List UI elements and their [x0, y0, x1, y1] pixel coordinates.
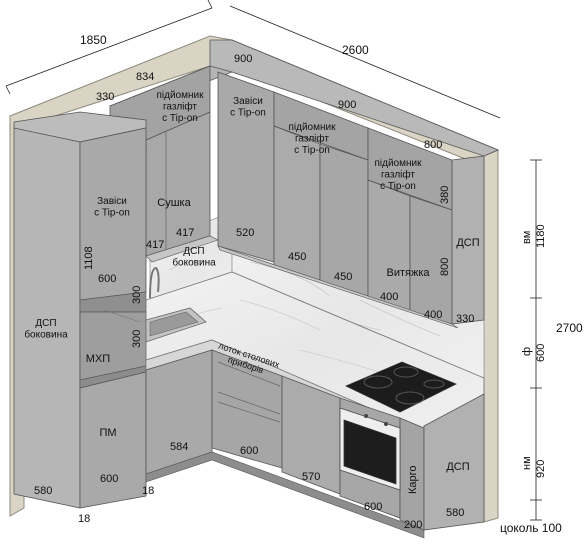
hob [345, 361, 457, 413]
corner-width: 570 [302, 471, 320, 483]
side-panel-a: 300 [131, 286, 143, 304]
panel-thickness-left: 18 [78, 513, 90, 525]
upper-corner-width: 900 [234, 53, 252, 65]
upper-left-width: 834 [136, 71, 154, 83]
dim-gap-height: 600 [535, 344, 547, 362]
dimension-lines [5, 0, 542, 521]
side-panel-b: 300 [131, 330, 143, 348]
lower-side-panel: ДСП [446, 461, 469, 473]
upper-mid-door-b: 450 [334, 271, 352, 283]
oven-width: 600 [364, 501, 382, 513]
cargo-label: Карго [407, 465, 419, 494]
upper-left-door-b: 417 [176, 227, 194, 239]
tall-depth-top: 330 [96, 91, 114, 103]
drawers-width: 600 [240, 445, 258, 457]
upper-right-door-b: 400 [424, 309, 442, 321]
dim-lower-note: нм [521, 456, 533, 470]
sink [145, 266, 207, 343]
tall-oven-niche: МХП [86, 353, 111, 365]
panel-thickness-right: 18 [142, 485, 154, 497]
oven [339, 407, 401, 491]
dim-upper-height: 1180 [535, 224, 547, 248]
upper-mid-door-a: 450 [288, 251, 306, 263]
upper-right-side-h: 380 [439, 186, 451, 204]
tall-width: 580 [34, 485, 52, 497]
sink-width: 584 [170, 441, 188, 453]
dim-upper-note: вм [521, 231, 533, 244]
tall-fridge: ПМ [99, 427, 116, 439]
upper-mid-width: 900 [338, 99, 356, 111]
upper-right-side-depth: 330 [456, 313, 474, 325]
upper-left-door-a: 417 [146, 239, 164, 251]
tall-shelf: 600 [98, 273, 116, 285]
dim-plinth: цоколь 100 [500, 521, 562, 535]
tall-fridge-width: 600 [100, 473, 118, 485]
tall-door-height: 1108 [83, 246, 95, 270]
dim-lower-height: 920 [535, 460, 547, 478]
tall-unit [13, 111, 147, 509]
lower-side-depth: 580 [446, 507, 464, 519]
upper-right-side-panel: ДСП [456, 237, 479, 249]
dim-total-height: 2700 [556, 321, 583, 335]
upper-right-width: 800 [424, 139, 442, 151]
hood-label: Витяжка [386, 267, 430, 279]
cargo-width: 200 [404, 519, 422, 531]
hood-height: 800 [439, 258, 451, 276]
upper-corner-door: 520 [236, 227, 254, 239]
dim-gap-note: ф [521, 347, 533, 356]
upper-right-run [217, 71, 485, 329]
dryer-label: Сушка [157, 197, 191, 209]
dim-right-wall: 2600 [342, 43, 369, 57]
dim-left-wall: 1850 [80, 33, 107, 47]
upper-right-door-a: 400 [380, 291, 398, 303]
